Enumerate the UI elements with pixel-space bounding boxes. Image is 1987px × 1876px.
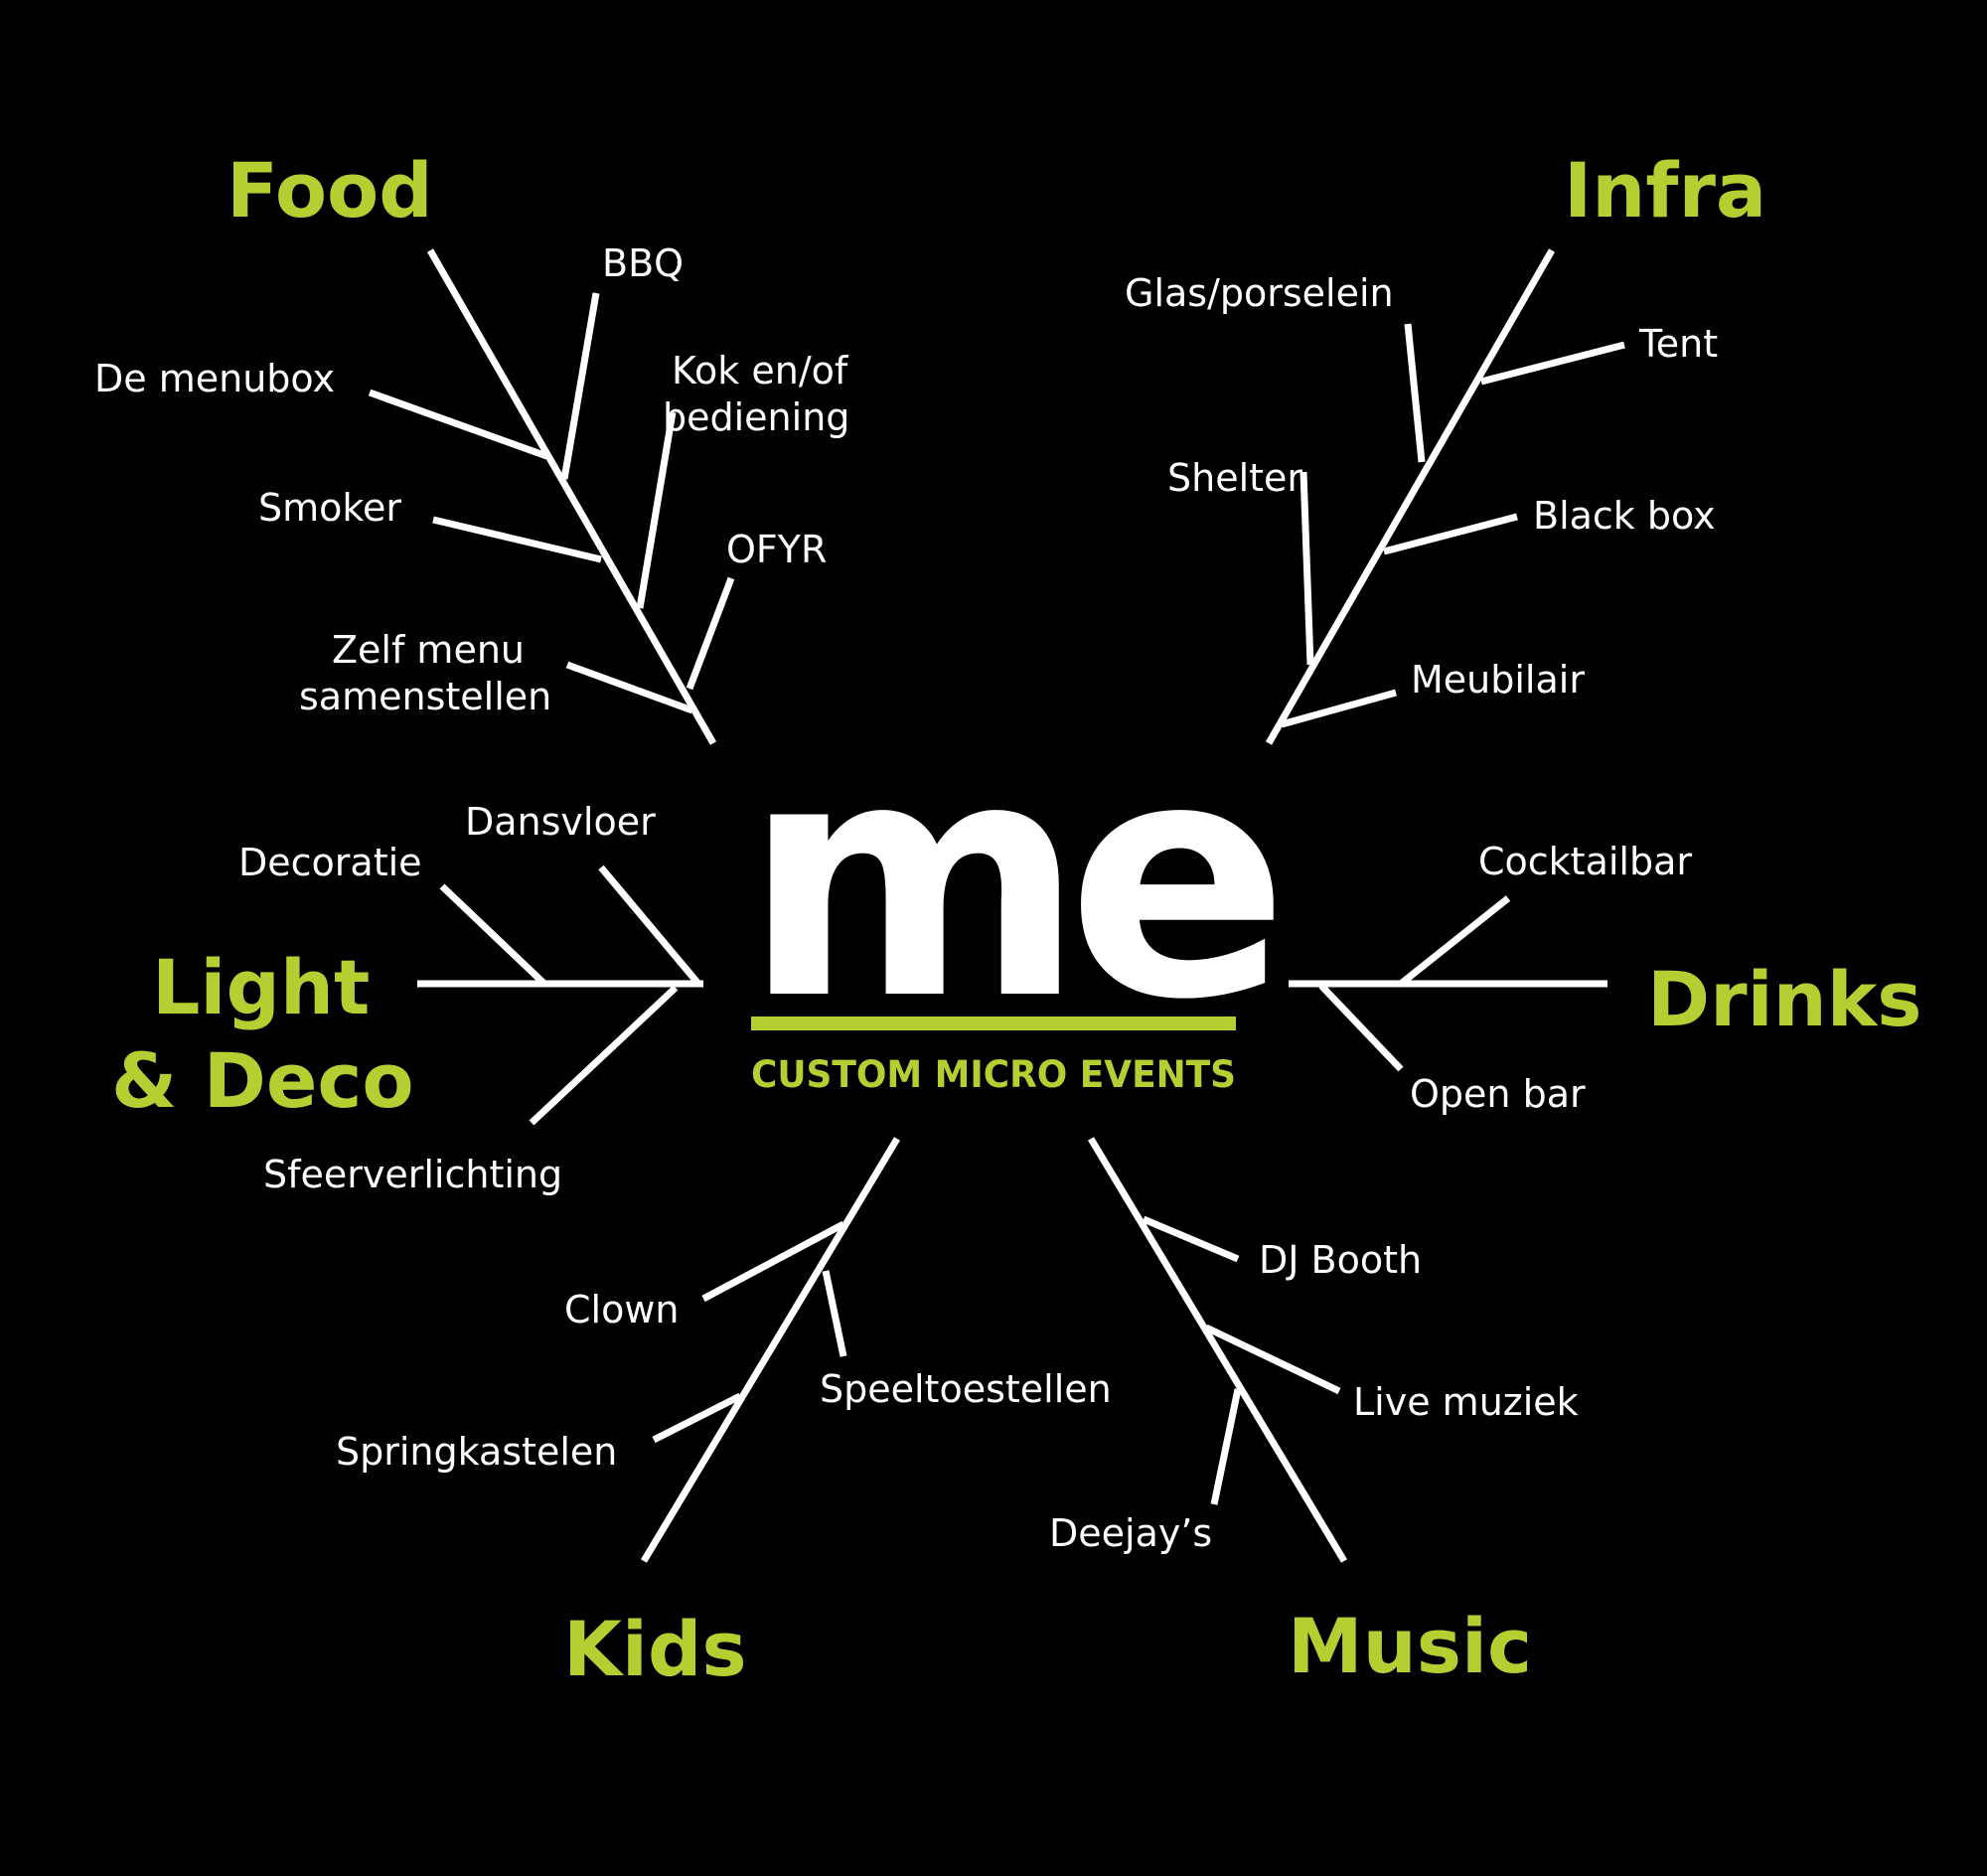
infra-item-black-box: Black box [1533,494,1716,538]
drinks-labels: Drinks Cocktailbar Open bar [1410,840,1922,1116]
infra-line-shelter [1299,471,1314,666]
category-title-light-line1: Light [152,943,370,1031]
music-item-live-muziek: Live muziek [1353,1380,1579,1424]
light-deco-line-dansvloer [598,864,701,987]
kids-labels: Kids Clown Speeltoestellen Springkastele… [336,1288,1112,1693]
food-line-zelf-menu [565,661,694,714]
music-item-deejays: Deejay’s [1049,1511,1212,1555]
kids-item-clown: Clown [564,1288,680,1331]
food-item-zelf-menu-line1: Zelf menu [332,628,525,672]
kids-line-speeltoestellen [822,1270,847,1357]
light-deco-item-decoratie: Decoratie [238,841,422,884]
category-title-light-line2: & Deco [111,1036,414,1125]
infra-item-meubilair: Meubilair [1411,658,1585,702]
food-item-smoker: Smoker [258,486,401,530]
category-title-music: Music [1288,1602,1532,1690]
food-item-bbq: BBQ [602,241,684,285]
music-main-line [1087,1137,1348,1563]
infra-line-black-box [1383,513,1518,555]
infra-line-tent [1480,341,1625,386]
kids-branch-lines [640,1137,901,1563]
infra-main-line [1265,248,1556,745]
food-item-kok-line2: bediening [663,395,849,439]
drinks-line-cocktailbar [1398,895,1511,987]
category-title-infra: Infra [1564,146,1766,234]
logo-underline [751,1016,1236,1030]
food-line-ofyr [686,576,735,691]
food-labels: Food BBQ De menubox Kok en/of bediening … [94,146,849,718]
infra-item-shelter: Shelter [1167,456,1302,500]
infra-item-glas-porselein: Glas/porselein [1125,271,1394,315]
drinks-item-cocktailbar: Cocktailbar [1478,840,1692,883]
music-labels: Music DJ Booth Live muziek Deejay’s [1049,1238,1579,1690]
category-title-food: Food [227,146,433,234]
logo-tagline: CUSTOM MICRO EVENTS [751,1053,1236,1096]
light-deco-line-sfeerverlichting [529,985,679,1126]
drinks-branch-lines [1289,895,1607,1072]
food-item-zelf-menu-line2: samenstellen [299,675,551,718]
infra-branch-lines [1265,248,1625,745]
kids-item-speeltoestellen: Speeltoestellen [820,1367,1112,1411]
music-line-deejays [1210,1388,1242,1505]
food-line-de-menubox [368,389,551,461]
light-deco-item-sfeerverlichting: Sfeerverlichting [263,1153,562,1196]
logo: me CUSTOM MICRO EVENTS [743,690,1295,1096]
infra-labels: Infra Glas/porselein Tent Shelter Black … [1125,146,1766,702]
category-title-kids: Kids [563,1605,747,1693]
music-line-dj-booth [1142,1215,1240,1263]
light-deco-labels: Light & Deco Dansvloer Decoratie Sfeerve… [111,800,656,1196]
drinks-line-open-bar [1318,983,1404,1072]
light-deco-branch-lines [417,864,703,1126]
food-item-de-menubox: De menubox [94,357,335,400]
logo-me-text: me [743,690,1277,1071]
drinks-item-open-bar: Open bar [1410,1072,1586,1116]
infra-line-meubilair [1281,689,1397,728]
kids-line-springkastelen [652,1392,742,1444]
kids-item-springkastelen: Springkastelen [336,1430,617,1474]
infra-line-glas [1404,323,1426,463]
kids-line-clown [701,1220,845,1303]
food-item-kok-line1: Kok en/of [672,349,849,392]
food-line-smoker [432,516,602,563]
food-main-line [426,248,717,745]
music-branch-lines [1087,1137,1348,1563]
food-line-kok [636,411,677,609]
light-deco-line-decoratie [439,883,547,987]
food-item-ofyr: OFYR [726,528,827,571]
kids-main-line [640,1137,901,1563]
light-deco-item-dansvloer: Dansvloer [465,800,656,844]
food-line-bbq [560,292,600,480]
music-line-live-muziek [1204,1324,1341,1395]
music-item-dj-booth: DJ Booth [1259,1238,1422,1282]
infra-item-tent: Tent [1638,322,1718,366]
category-title-drinks: Drinks [1647,955,1922,1043]
food-branch-lines [368,248,735,745]
